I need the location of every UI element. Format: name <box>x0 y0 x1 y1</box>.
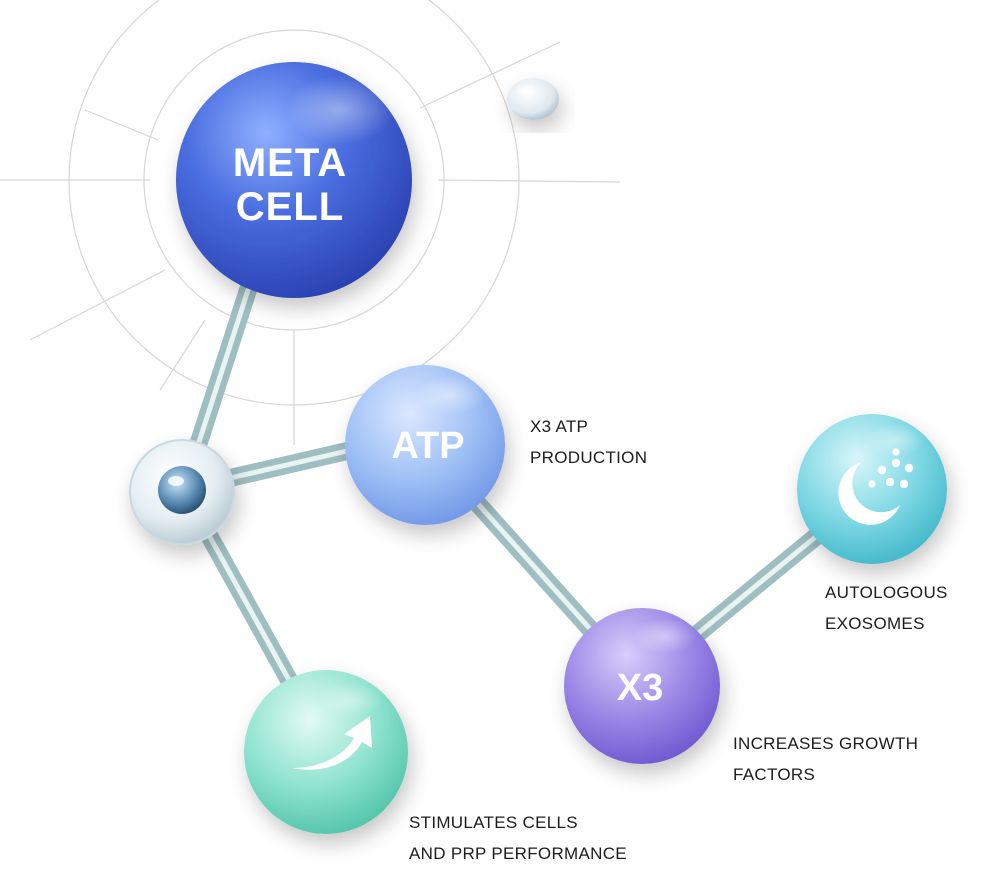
moon-dots-icon <box>838 448 914 525</box>
meta-cell-line2: CELL <box>236 185 344 229</box>
atp-caption: X3 ATP PRODUCTION <box>530 411 647 473</box>
atp-title: ATP <box>391 425 464 467</box>
atp-caption-line2: PRODUCTION <box>530 448 648 467</box>
exosomes-caption-line2: EXOSOMES <box>825 614 925 633</box>
x3-node: X3 <box>564 608 720 764</box>
water-drop <box>507 78 559 120</box>
x3-caption-line1: INCREASES GROWTH <box>733 734 919 753</box>
stimulates-caption-line1: STIMULATES CELLS <box>409 813 578 832</box>
curved-arrow-up-icon <box>292 716 372 770</box>
stimulates-node <box>244 670 408 834</box>
background-rings <box>0 0 621 445</box>
atp-node: ATP <box>345 365 505 525</box>
atp-caption-line1: X3 ATP <box>530 417 589 436</box>
x3-title: X3 <box>617 667 663 709</box>
exosomes-caption: AUTOLOGOUS EXOSOMES <box>825 577 948 639</box>
stimulates-caption: STIMULATES CELLS AND PRP PERFORMANCE <box>409 807 627 869</box>
exosomes-caption-line1: AUTOLOGOUS <box>825 583 948 602</box>
connectors <box>181 281 839 709</box>
stimulates-caption-line2: AND PRP PERFORMANCE <box>409 844 627 863</box>
meta-cell-node: META CELL <box>176 62 412 298</box>
meta-cell-line1: META <box>233 141 347 185</box>
hub-node <box>129 439 235 545</box>
x3-caption: INCREASES GROWTH FACTORS <box>733 728 918 790</box>
x3-caption-line2: FACTORS <box>733 765 816 784</box>
exosomes-node <box>797 414 947 564</box>
